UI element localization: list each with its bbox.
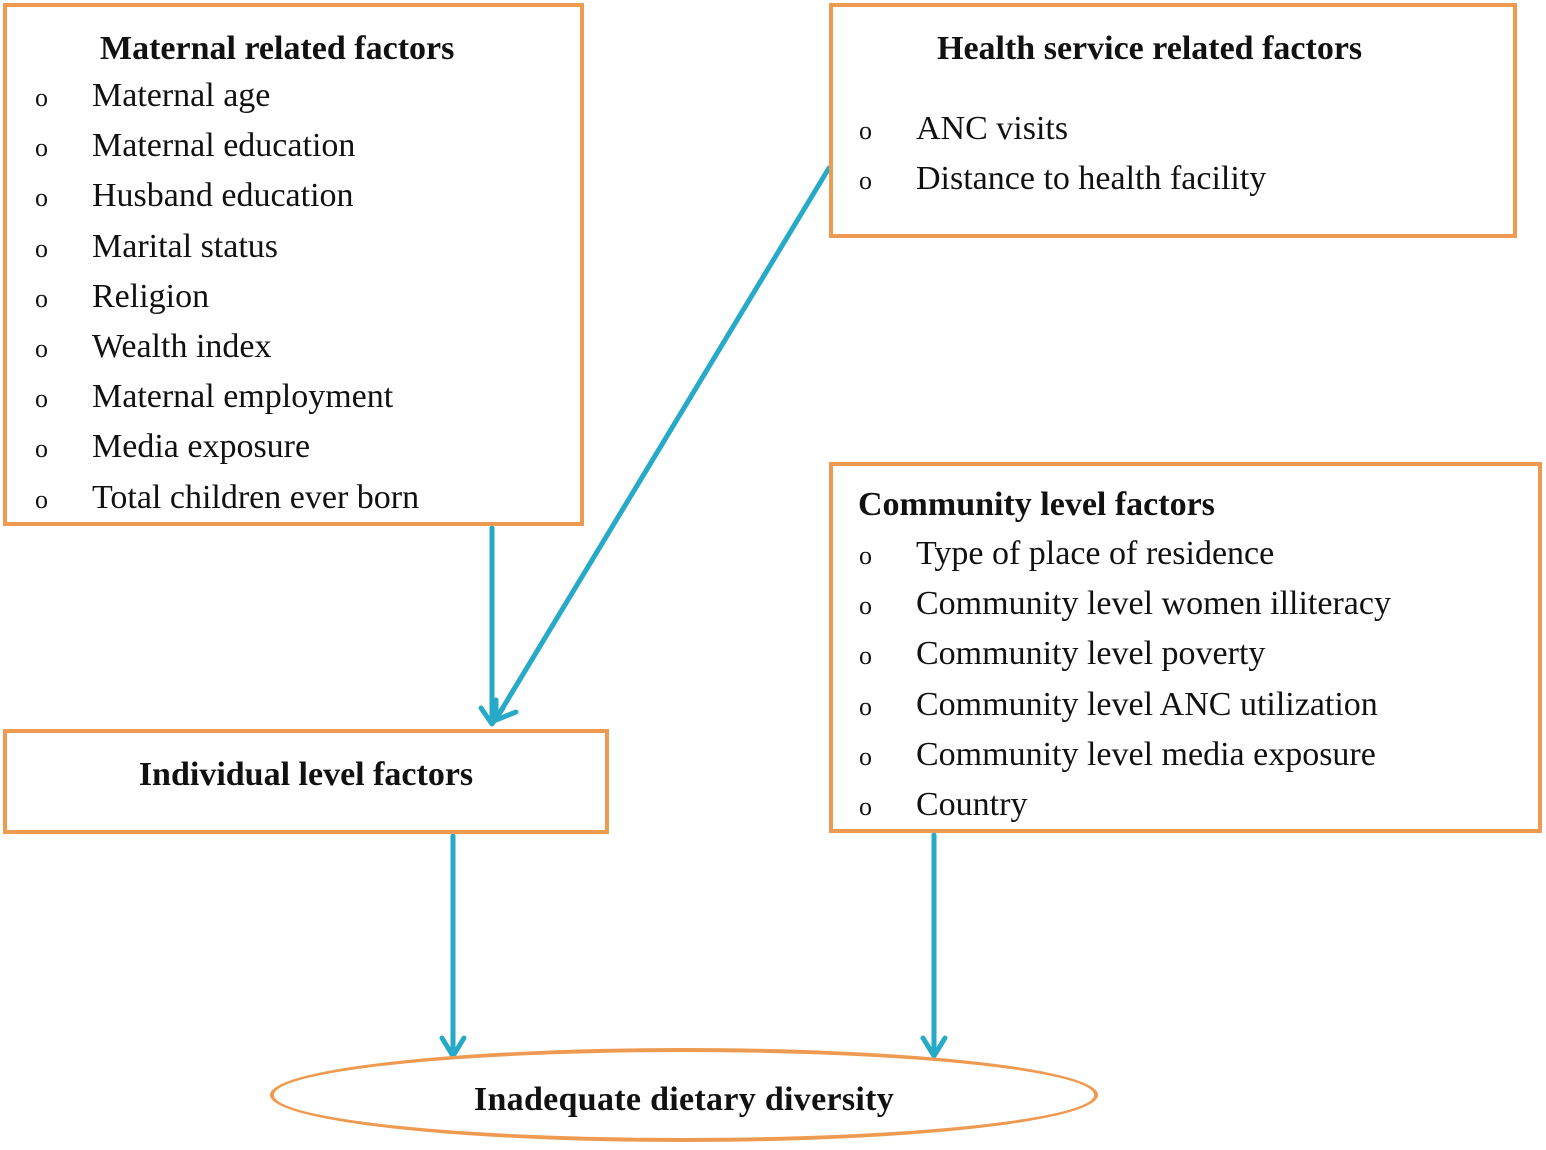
bullet-icon: o <box>35 434 48 464</box>
bullet-icon: o <box>859 641 872 671</box>
bullet-icon: o <box>35 233 48 263</box>
individual-factors-box: Individual level factors <box>3 729 609 834</box>
community-factors-title: Community level factors <box>858 486 1215 523</box>
factor-label: Wealth index <box>92 327 272 365</box>
bullet-icon: o <box>35 384 48 414</box>
factor-label: Type of place of residence <box>916 535 1275 572</box>
health-service-factors-title: Health service related factors <box>937 30 1363 67</box>
maternal-factors-box: Maternal related factors o Maternal age o… <box>3 3 584 526</box>
bullet-icon: o <box>859 166 872 196</box>
arrowhead-maternal-to-individual <box>478 705 506 727</box>
arrowhead-community-to-outcome <box>920 1035 948 1059</box>
bullet-icon: o <box>35 484 48 514</box>
factor-label: Maternal age <box>92 77 271 114</box>
bullet-icon: o <box>859 691 872 721</box>
factor-label: Religion <box>92 277 210 315</box>
bullet-icon: o <box>35 283 48 313</box>
factor-label: Marital status <box>92 227 279 265</box>
factor-label: Media exposure <box>92 428 311 466</box>
bullet-icon: o <box>859 541 872 570</box>
factor-label: Maternal employment <box>92 378 394 416</box>
maternal-factors-title: Maternal related factors <box>100 30 455 67</box>
factor-label: Community level poverty <box>916 635 1266 673</box>
factor-label: Community level ANC utilization <box>916 685 1378 723</box>
factor-label: Country <box>916 785 1028 823</box>
bullet-icon: o <box>35 183 48 213</box>
arrowhead-health-to-individual <box>493 697 519 723</box>
factor-label: Community level women illiteracy <box>916 585 1391 623</box>
bullet-icon: o <box>35 333 48 363</box>
community-factors-box: Community level factors o Type of place o… <box>829 462 1542 833</box>
bullet-icon: o <box>859 791 872 821</box>
factor-label: Community level media exposure <box>916 735 1376 773</box>
bullet-icon: o <box>35 133 48 163</box>
factor-label: ANC visits <box>916 110 1069 147</box>
factor-label: Total children ever born <box>92 478 420 516</box>
bullet-icon: o <box>35 83 48 112</box>
outcome-label: Inadequate dietary diversity <box>473 1081 895 1118</box>
bullet-icon: o <box>859 741 872 771</box>
individual-factors-title: Individual level factors <box>138 756 474 793</box>
bullet-icon: o <box>859 591 872 621</box>
health-service-factors-box: Health service related factors o ANC visi… <box>829 3 1517 238</box>
factor-label: Husband education <box>92 177 354 215</box>
outcome-ellipse: Inadequate dietary diversity <box>270 1048 1098 1142</box>
factor-label: Distance to health facility <box>916 160 1267 198</box>
factor-label: Maternal education <box>92 127 356 165</box>
bullet-icon: o <box>859 116 872 145</box>
arrowhead-individual-to-outcome <box>439 1035 467 1059</box>
